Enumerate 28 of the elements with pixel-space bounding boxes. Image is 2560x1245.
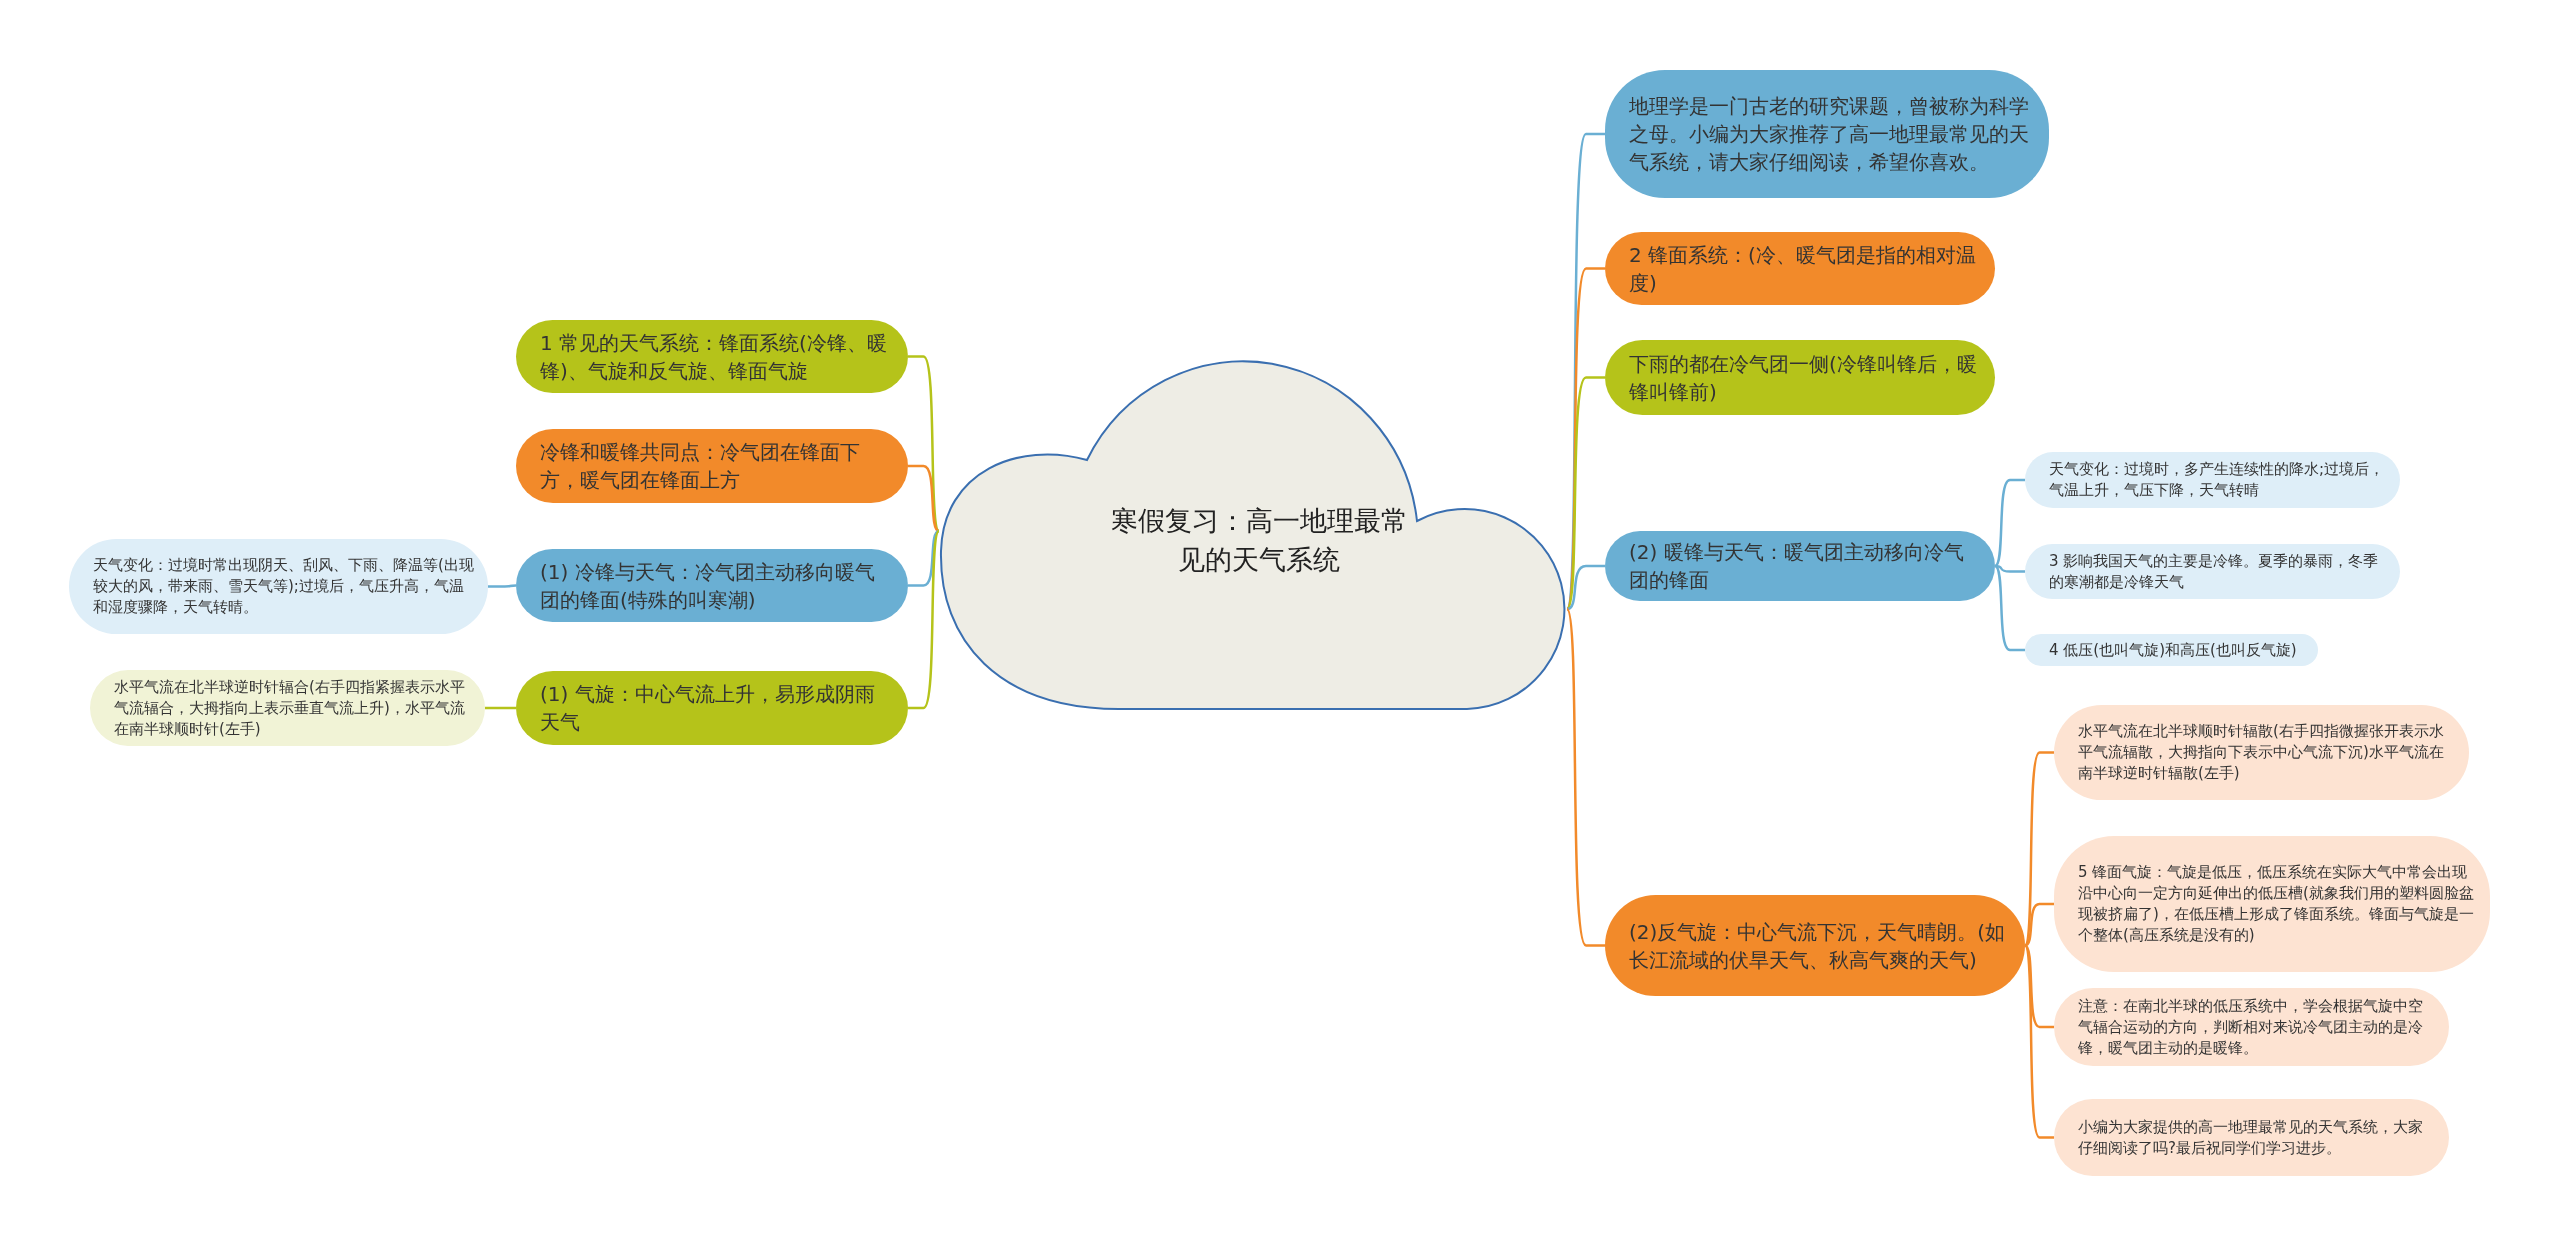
note-bubble: 水平气流在北半球逆时针辐合(右手四指紧握表示水平气流辐合，大拇指向上表示垂直气流上升)，水平气流在南半球顺时针(左手) xyxy=(90,670,485,746)
connector xyxy=(908,529,940,587)
note-bubble: 天气变化：过境时常出现阴天、刮风、下雨、降温等(出现较大的风，带来雨、雪天气等);过境后，气压升高，气温和湿度骤降，天气转晴。 xyxy=(69,539,488,634)
connector xyxy=(485,706,516,710)
note-bubble: 4 低压(也叫气旋)和高压(也叫反气旋) xyxy=(2025,634,2318,666)
connector xyxy=(908,464,940,533)
note-bubble: 小编为大家提供的高一地理最常见的天气系统，大家仔细阅读了吗?最后祝同学们学习进步。 xyxy=(2054,1099,2449,1176)
connector xyxy=(2024,944,2054,1029)
topic-bubble: 1 常见的天气系统：锋面系统(冷锋、暖锋)、气旋和反气旋、锋面气旋 xyxy=(516,320,908,393)
topic-bubble: (1) 气旋：中心气流上升，易形成阴雨天气 xyxy=(516,671,908,745)
topic-bubble: 下雨的都在冷气团一侧(冷锋叫锋后，暖锋叫锋前) xyxy=(1605,340,1995,415)
note-bubble: 注意：在南北半球的低压系统中，学会根据气旋中空气辐合运动的方向，判断相对来说冷气团主动的是冷锋，暖气团主动的是暖锋。 xyxy=(2054,988,2449,1066)
connector xyxy=(1566,564,1605,611)
note-bubble: 水平气流在北半球顺时针辐散(右手四指微握张开表示水平气流辐散，大拇指向下表示中心气流下沉)水平气流在南半球逆时针辐散(左手) xyxy=(2054,705,2469,800)
topic-bubble: 2 锋面系统：(冷、暖气团是指的相对温度) xyxy=(1605,232,1995,305)
title-text: 寒假复习：高一地理最常见的天气系统 xyxy=(1109,504,1409,578)
topic-bubble: 地理学是一门古老的研究课题，曾被称为科学之母。小编为大家推荐了高一地理最常见的天气系统，请大家仔细阅读，希望你喜欢。 xyxy=(1605,70,2049,198)
connector xyxy=(2024,902,2054,947)
topic-bubble: (1) 冷锋与天气：冷气团主动移向暖气团的锋面(特殊的叫寒潮) xyxy=(516,549,908,622)
note-bubble: 3 影响我国天气的主要是冷锋。夏季的暴雨，冬季的寒潮都是冷锋天气 xyxy=(2025,544,2400,599)
topic-bubble: 冷锋和暖锋共同点：冷气团在锋面下方，暖气团在锋面上方 xyxy=(516,429,908,503)
topic-bubble: (2)反气旋：中心气流下沉，天气晴朗。(如长江流域的伏旱天气、秋高气爽的天气) xyxy=(1605,895,2025,996)
connector xyxy=(1565,376,1605,610)
topic-bubble: (2) 暖锋与天气：暖气团主动移向冷气团的锋面 xyxy=(1605,531,1995,601)
note-bubble: 5 锋面气旋：气旋是低压，低压系统在实际大气中常会出现沿中心向一定方向延伸出的低压槽(就象我们用的塑料圆脸盆现被挤扁了)，在低压槽上形成了锋面系统。锋面与气旋是一个整体(高压系统是没有的) xyxy=(2054,836,2490,972)
connector xyxy=(488,584,517,588)
note-bubble: 天气变化：过境时，多产生连续性的降水;过境后，气温上升，气压下降，天气转晴 xyxy=(2025,452,2400,508)
connector xyxy=(1994,564,2025,573)
